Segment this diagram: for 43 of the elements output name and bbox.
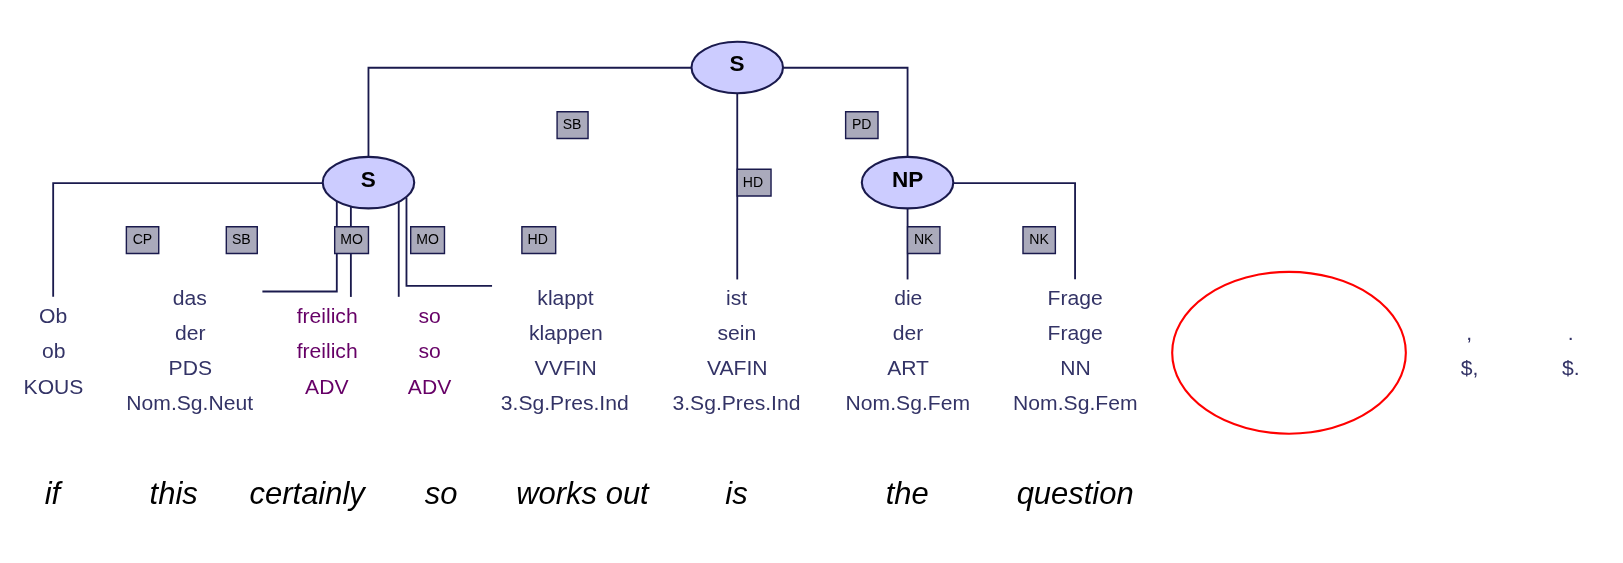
node-text: klappt klappen VVFIN 3.Sg.Pres.Ind [500,285,629,414]
edge-label: PD [851,115,872,132]
label: certainly [249,475,365,511]
node-circle [1171,270,1407,435]
edge-label: NK [913,230,934,247]
connector [736,92,739,280]
edge-label: NK [1029,230,1049,247]
connector [261,200,338,292]
connector [405,196,493,287]
connector [367,66,693,157]
edge-label: HD [527,230,548,247]
label: works out [516,475,649,511]
node-ellipse: NP [860,155,955,209]
label: $. [1562,355,1580,379]
node-text: ist sein VAFIN 3.Sg.Pres.Ind [672,285,801,414]
node-text: das der PDS Nom.Sg.Neut [126,285,254,414]
node-text: Frage Frage NN Nom.Sg.Fem [1013,285,1138,414]
node-ellipse: S [690,40,785,94]
node-text: so so ADV [407,303,452,398]
connector [906,207,909,280]
edge-label: MO [416,230,439,247]
edge-label: SB [231,230,251,247]
connector [952,181,1076,280]
label: is [725,475,748,511]
edge-label: HD [742,173,764,190]
edge-label: MO [340,230,363,247]
label: the [885,475,929,511]
label: if [44,475,61,511]
connector [52,181,324,298]
connector [397,200,400,298]
label: . [1567,320,1574,344]
node-ellipse: S [321,155,416,209]
connector [782,66,909,157]
label: so [424,475,458,511]
node-text: freilich freilich ADV [296,303,358,398]
node-text: die der ART Nom.Sg.Fem [845,285,970,414]
label: question [1016,475,1134,511]
edge-label: CP [132,230,153,247]
node-text: Ob ob KOUS [23,303,84,398]
label: , [1466,320,1473,344]
label: this [149,475,198,511]
edge-label: SB [562,115,582,132]
label: $, [1460,355,1479,379]
